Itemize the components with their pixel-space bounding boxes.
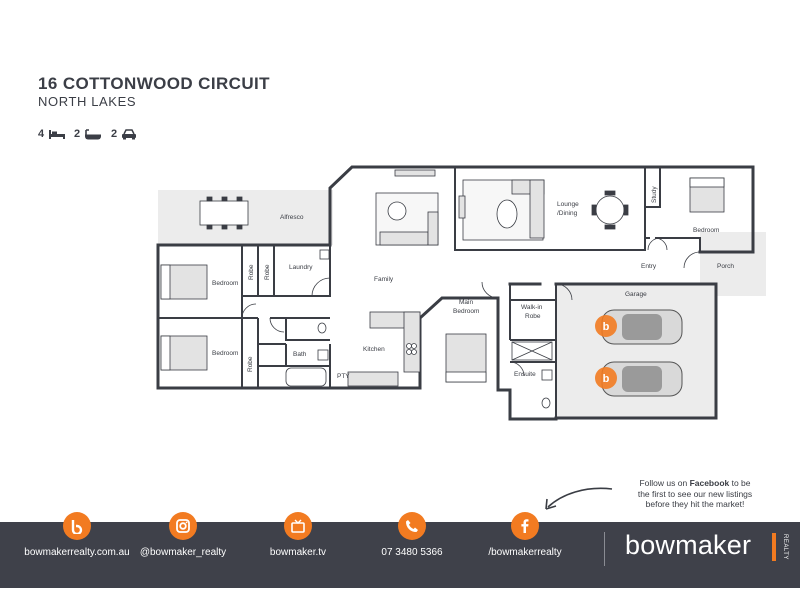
property-address: 16 COTTONWOOD CIRCUIT (38, 74, 270, 93)
svg-text:b: b (603, 321, 610, 333)
label-main-bedroom-line1: Main (459, 299, 473, 306)
promo-line-1: Follow us on Facebook to be (620, 478, 770, 489)
tv-label: bowmaker.tv (269, 547, 327, 558)
label-bath: Bath (293, 351, 307, 358)
arrow-icon (547, 487, 613, 508)
tv-link[interactable]: bowmaker.tv (258, 512, 338, 588)
bedroom-count-value: 4 (38, 128, 45, 140)
brand-accent-bar (772, 533, 776, 561)
phone-link[interactable]: 07 3480 5366 (372, 512, 452, 588)
label-bedroom-1: Bedroom (212, 280, 238, 287)
bathtub (285, 367, 327, 387)
bedroom-count: 4 (38, 128, 66, 140)
website-link[interactable]: bowmakerrealty.com.au (14, 512, 140, 588)
brand-logo: bowmaker (625, 530, 752, 560)
property-suburb: NORTH LAKES (38, 94, 137, 109)
watermark-logo-2: b (595, 367, 617, 389)
label-kitchen: Kitchen (363, 346, 385, 353)
bed-icon (49, 129, 66, 139)
label-walkin-line2: Robe (525, 313, 541, 320)
promo-line-1-pre: Follow us on (639, 478, 690, 488)
label-study: Study (651, 186, 658, 203)
promo-line-3: before they hit the market! (645, 499, 745, 509)
label-robe-2: Robe (264, 264, 271, 280)
promo-line-1-post: to be (729, 478, 751, 488)
label-laundry: Laundry (289, 264, 313, 271)
bathroom-count-value: 2 (74, 128, 81, 140)
floor-plan: b b Alfresco Lounge /Dining Study Bedroo… (156, 165, 766, 510)
car-space-count: 2 (111, 128, 137, 140)
instagram-label: @bowmaker_realty (139, 547, 227, 558)
facebook-icon (511, 512, 539, 540)
label-alfresco: Alfresco (280, 214, 304, 221)
facebook-link[interactable]: /bowmakerrealty (480, 512, 570, 588)
label-pantry: PTY (337, 373, 350, 380)
label-robe-3: Robe (247, 356, 254, 372)
car-icon (122, 128, 137, 139)
tv-icon (284, 512, 312, 540)
svg-text:b: b (603, 373, 610, 385)
instagram-link[interactable]: @bowmaker_realty (134, 512, 232, 588)
garage-car-1 (601, 309, 683, 345)
label-porch: Porch (717, 263, 734, 270)
label-dining: /Dining (557, 210, 578, 217)
home-logo-icon (63, 512, 91, 540)
outdoor-table (199, 200, 249, 226)
phone-icon (398, 512, 426, 540)
car-space-count-value: 2 (111, 128, 118, 140)
label-bedroom-front: Bedroom (693, 227, 719, 234)
facebook-label: /bowmakerrealty (488, 547, 562, 558)
garage-floor (556, 284, 716, 419)
label-garage: Garage (625, 291, 647, 298)
label-entry: Entry (641, 263, 657, 270)
label-ensuite: Ensuite (514, 371, 536, 378)
bath-icon (85, 128, 102, 139)
label-lounge: Lounge (557, 201, 579, 208)
promo-line-2: the first to see our new listings (637, 488, 753, 499)
phone-label: 07 3480 5366 (381, 547, 443, 558)
bathroom-count: 2 (74, 128, 102, 140)
label-robe-1: Robe (248, 264, 255, 280)
label-family: Family (374, 276, 394, 283)
promo-facebook: Facebook (689, 478, 730, 488)
facebook-promo: Follow us on Facebook to be the first to… (620, 478, 770, 510)
watermark-logo-1: b (595, 315, 617, 337)
label-main-bedroom-line2: Bedroom (453, 308, 479, 315)
instagram-icon (169, 512, 197, 540)
footer-bar: bowmakerrealty.com.au @bowmaker_realty b… (0, 512, 800, 588)
label-walkin-line1: Walk-in (521, 304, 543, 311)
footer-divider (604, 532, 605, 566)
label-bedroom-2: Bedroom (212, 350, 238, 357)
brand-sub: REALTY (782, 534, 788, 560)
website-label: bowmakerrealty.com.au (24, 547, 130, 558)
